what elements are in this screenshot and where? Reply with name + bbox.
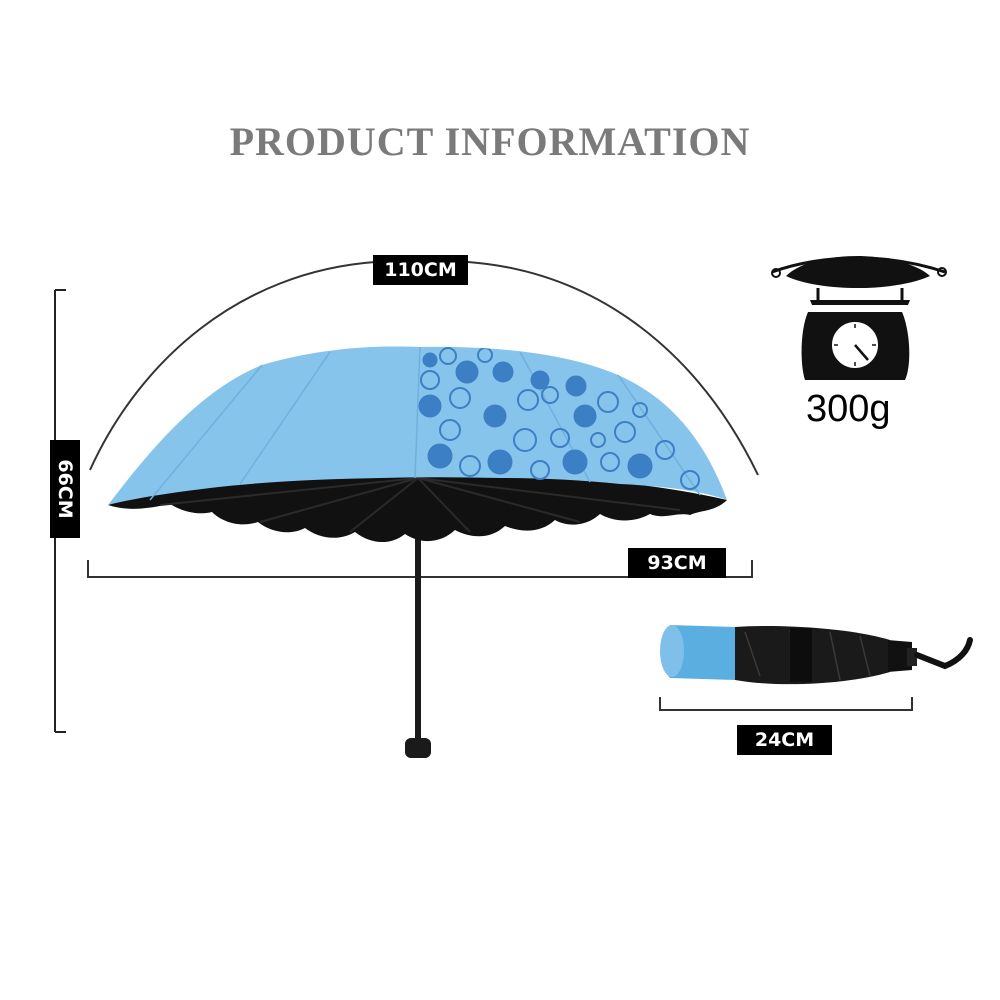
canopy-arc-dimension-line — [89, 261, 759, 476]
folded-length-dimension-line — [659, 697, 913, 711]
weighing-scale-icon — [771, 256, 947, 380]
open-umbrella — [108, 346, 727, 758]
canopy-span-label: 93CM — [628, 548, 726, 578]
folded-umbrella — [660, 625, 973, 685]
folded-length-label: 24CM — [737, 725, 832, 755]
weight-label: 300g — [806, 388, 891, 430]
height-label: 66CM — [50, 440, 80, 538]
canopy-arc-label: 110CM — [373, 255, 468, 285]
page-title: PRODUCT INFORMATION — [229, 119, 751, 164]
